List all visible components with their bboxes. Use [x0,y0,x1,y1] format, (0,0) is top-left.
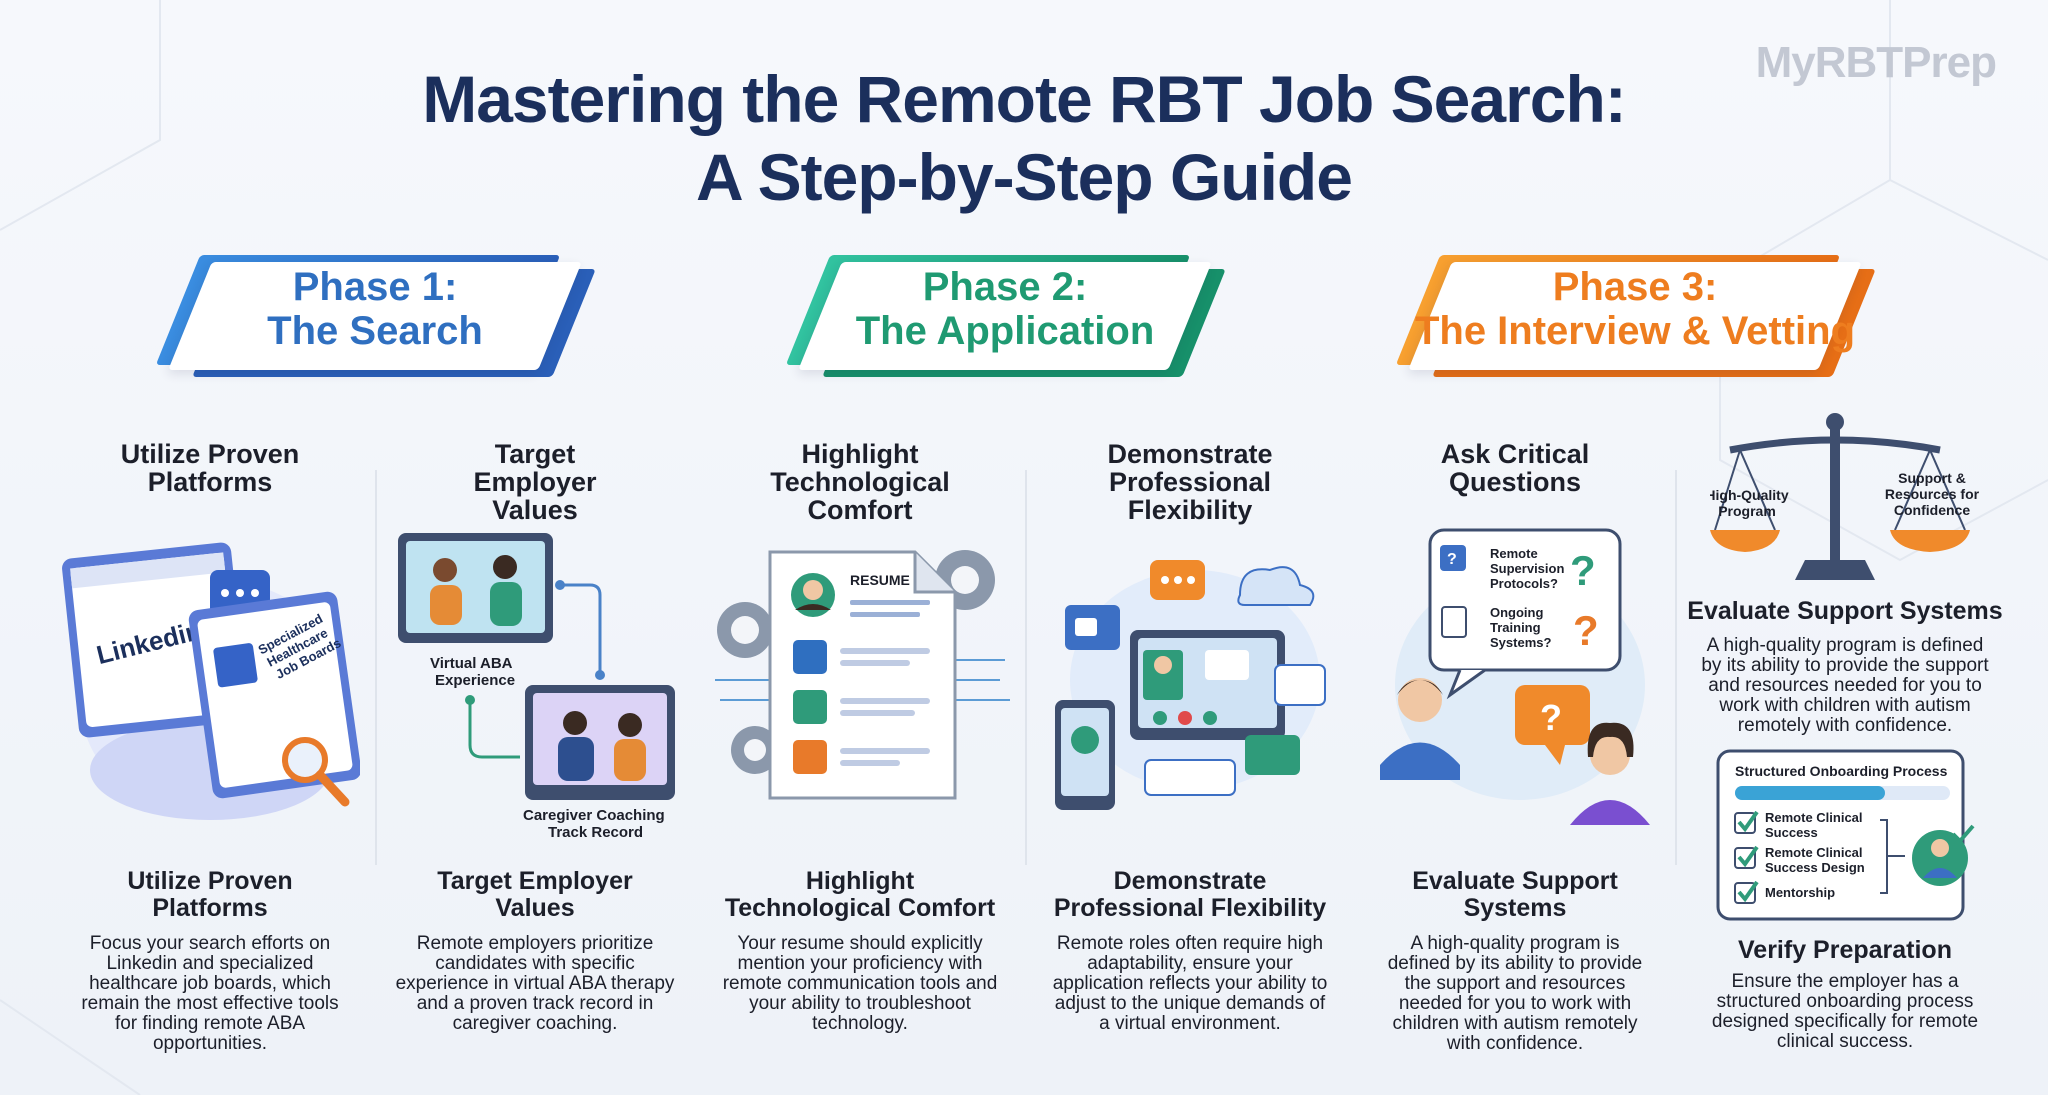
step-5-column: Ask Critical Questions Evaluate Support … [1365,440,1665,1060]
resume-illustration: RESUME [715,550,1010,800]
svg-text:?: ? [1570,547,1596,594]
onboarding-checklist-illustration: Structured Onboarding Process Remote Cli… [1716,749,1975,921]
phase-1-label: Phase 1: [292,265,458,309]
phase-3-name: The Interview & Vetting [1414,309,1856,353]
step-2-heading: Target Employer Values [473,439,597,525]
step-1-column: Utilize Proven Platforms Utilize Proven … [60,440,360,1060]
svg-text:?: ? [1540,697,1562,738]
step-4-body: Remote roles often require high adaptabi… [1052,933,1328,1034]
step-1-body: Focus your search efforts on Linkedin an… [81,933,339,1054]
evaluate-support-title: Evaluate Support Systems [1687,597,2003,625]
evaluate-support-body: A high-quality program is defined by its… [1701,635,1989,736]
devices-illustration [1055,560,1326,810]
svg-text:?: ? [1447,551,1457,568]
page-title-line2: A Step-by-Step Guide [696,140,1353,214]
step-5-heading: Ask Critical Questions [1440,439,1590,497]
step-2-title: Target Employer Values [437,867,633,922]
divider [1025,470,1027,865]
step-3-column: Highlight Technological Comfort Highligh… [710,440,1010,1060]
svg-text:?: ? [1573,607,1599,654]
step-4-column: Demonstrate Professional Flexibility Dem… [1040,440,1340,1060]
phase-3-label: Phase 3: [1552,265,1718,309]
step-5-body: A high-quality program is defined by its… [1387,933,1643,1054]
phase-2-label: Phase 2: [922,265,1088,309]
step-1-title: Utilize Proven Platforms [127,867,293,922]
phase-1-name: The Search [267,309,483,353]
step-2-column: Target Employer Values Target Employer V… [385,440,685,1060]
step-3-body: Your resume should explicitly mention yo… [722,933,998,1034]
step-2-body: Remote employers prioritize candidates w… [395,933,675,1034]
step-3-title: Highlight Technological Comfort [724,867,996,922]
brand-watermark: MyRBTPrep [1755,38,1997,87]
verify-preparation-title: Verify Preparation [1738,936,1952,964]
job-platforms-illustration: Linkedin SpecializedHealthcareJob Boards [62,542,360,820]
onboarding-title: Structured Onboarding Process [1735,763,1948,779]
step-5-title: Evaluate Support Systems [1412,867,1618,922]
step-4-heading: Demonstrate Professional Flexibility [1107,439,1273,525]
verify-preparation-body: Ensure the employer has a structured onb… [1711,971,1979,1052]
page-title-line1: Mastering the Remote RBT Job Search: [422,62,1627,136]
divider [375,470,377,865]
step-4-title: Demonstrate Professional Flexibility [1053,867,1327,922]
step-3-heading: Highlight Technological Comfort [770,439,950,525]
phase-2-name: The Application [855,309,1155,353]
step-1-heading: Utilize Proven Platforms [120,439,300,497]
resume-label: RESUME [850,572,910,588]
svg-text:Mentorship: Mentorship [1765,885,1835,900]
divider [1675,470,1677,865]
